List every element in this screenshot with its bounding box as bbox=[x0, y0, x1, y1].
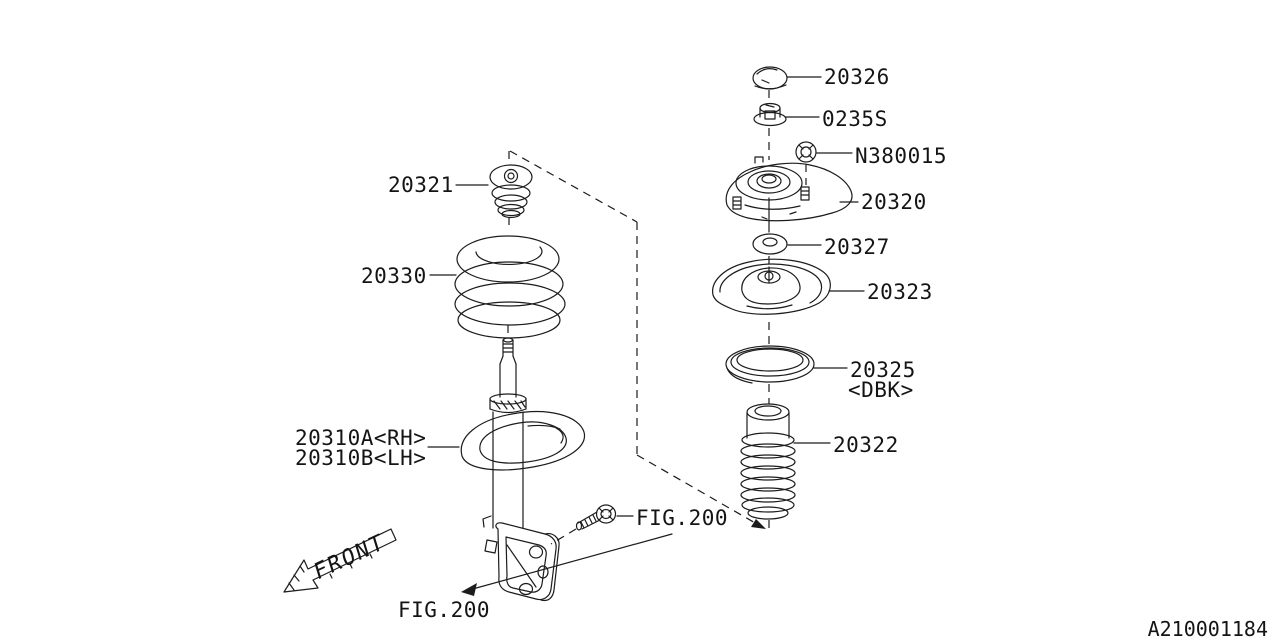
drawing-id: A210001184 bbox=[1148, 617, 1268, 640]
self-locking-nut-drawing bbox=[753, 102, 787, 127]
dust-cover-drawing bbox=[740, 403, 796, 520]
part-label-rubber-spring-seat-note: <DBK> bbox=[848, 378, 914, 402]
front-marker-label: FRONT bbox=[311, 529, 388, 586]
coil-spring-drawing bbox=[454, 235, 566, 339]
part-label-strut-lh[interactable]: 20310B<LH> bbox=[295, 446, 426, 470]
part-label-dust-cover[interactable]: 20322 bbox=[833, 433, 899, 457]
part-label-strut-mount[interactable]: 20320 bbox=[861, 190, 927, 214]
part-label-coil-spring[interactable]: 20330 bbox=[361, 264, 427, 288]
fig-ref-bolt[interactable]: FIG.200 bbox=[636, 506, 728, 530]
strut-mount-drawing bbox=[725, 156, 853, 233]
bolt-drawing bbox=[575, 504, 617, 531]
part-label-upper-spring-seat[interactable]: 20323 bbox=[867, 280, 933, 304]
part-label-flange-nut[interactable]: N380015 bbox=[855, 144, 947, 168]
strut-drawing bbox=[460, 337, 586, 602]
assembly-centerlines bbox=[507, 90, 807, 545]
fig-bracket-arrow bbox=[461, 533, 673, 596]
fig-ref-bracket[interactable]: FIG.200 bbox=[398, 598, 490, 622]
part-callouts: 20326 0235S N380015 20320 20327 20323 20… bbox=[295, 65, 947, 470]
part-label-self-locking-nut[interactable]: 0235S bbox=[822, 107, 888, 131]
rubber-spring-seat-drawing bbox=[725, 345, 815, 384]
part-label-strut-rh[interactable]: 20310A<RH> bbox=[295, 426, 426, 450]
flange-nut-drawing bbox=[795, 141, 817, 163]
front-arrow bbox=[283, 528, 397, 593]
dashed-line-arrowhead bbox=[751, 519, 766, 529]
part-label-rubber-spring-seat[interactable]: 20325 bbox=[850, 358, 916, 382]
washer-drawing bbox=[752, 233, 788, 255]
part-label-bump-stopper[interactable]: 20321 bbox=[388, 173, 454, 197]
bump-stopper-drawing bbox=[489, 164, 533, 219]
part-label-washer[interactable]: 20327 bbox=[824, 235, 890, 259]
figure-references: FIG.200 FIG.200 bbox=[398, 506, 728, 622]
cap-drawing bbox=[752, 66, 788, 90]
part-label-cap[interactable]: 20326 bbox=[824, 65, 890, 89]
upper-spring-seat-drawing bbox=[712, 258, 831, 315]
